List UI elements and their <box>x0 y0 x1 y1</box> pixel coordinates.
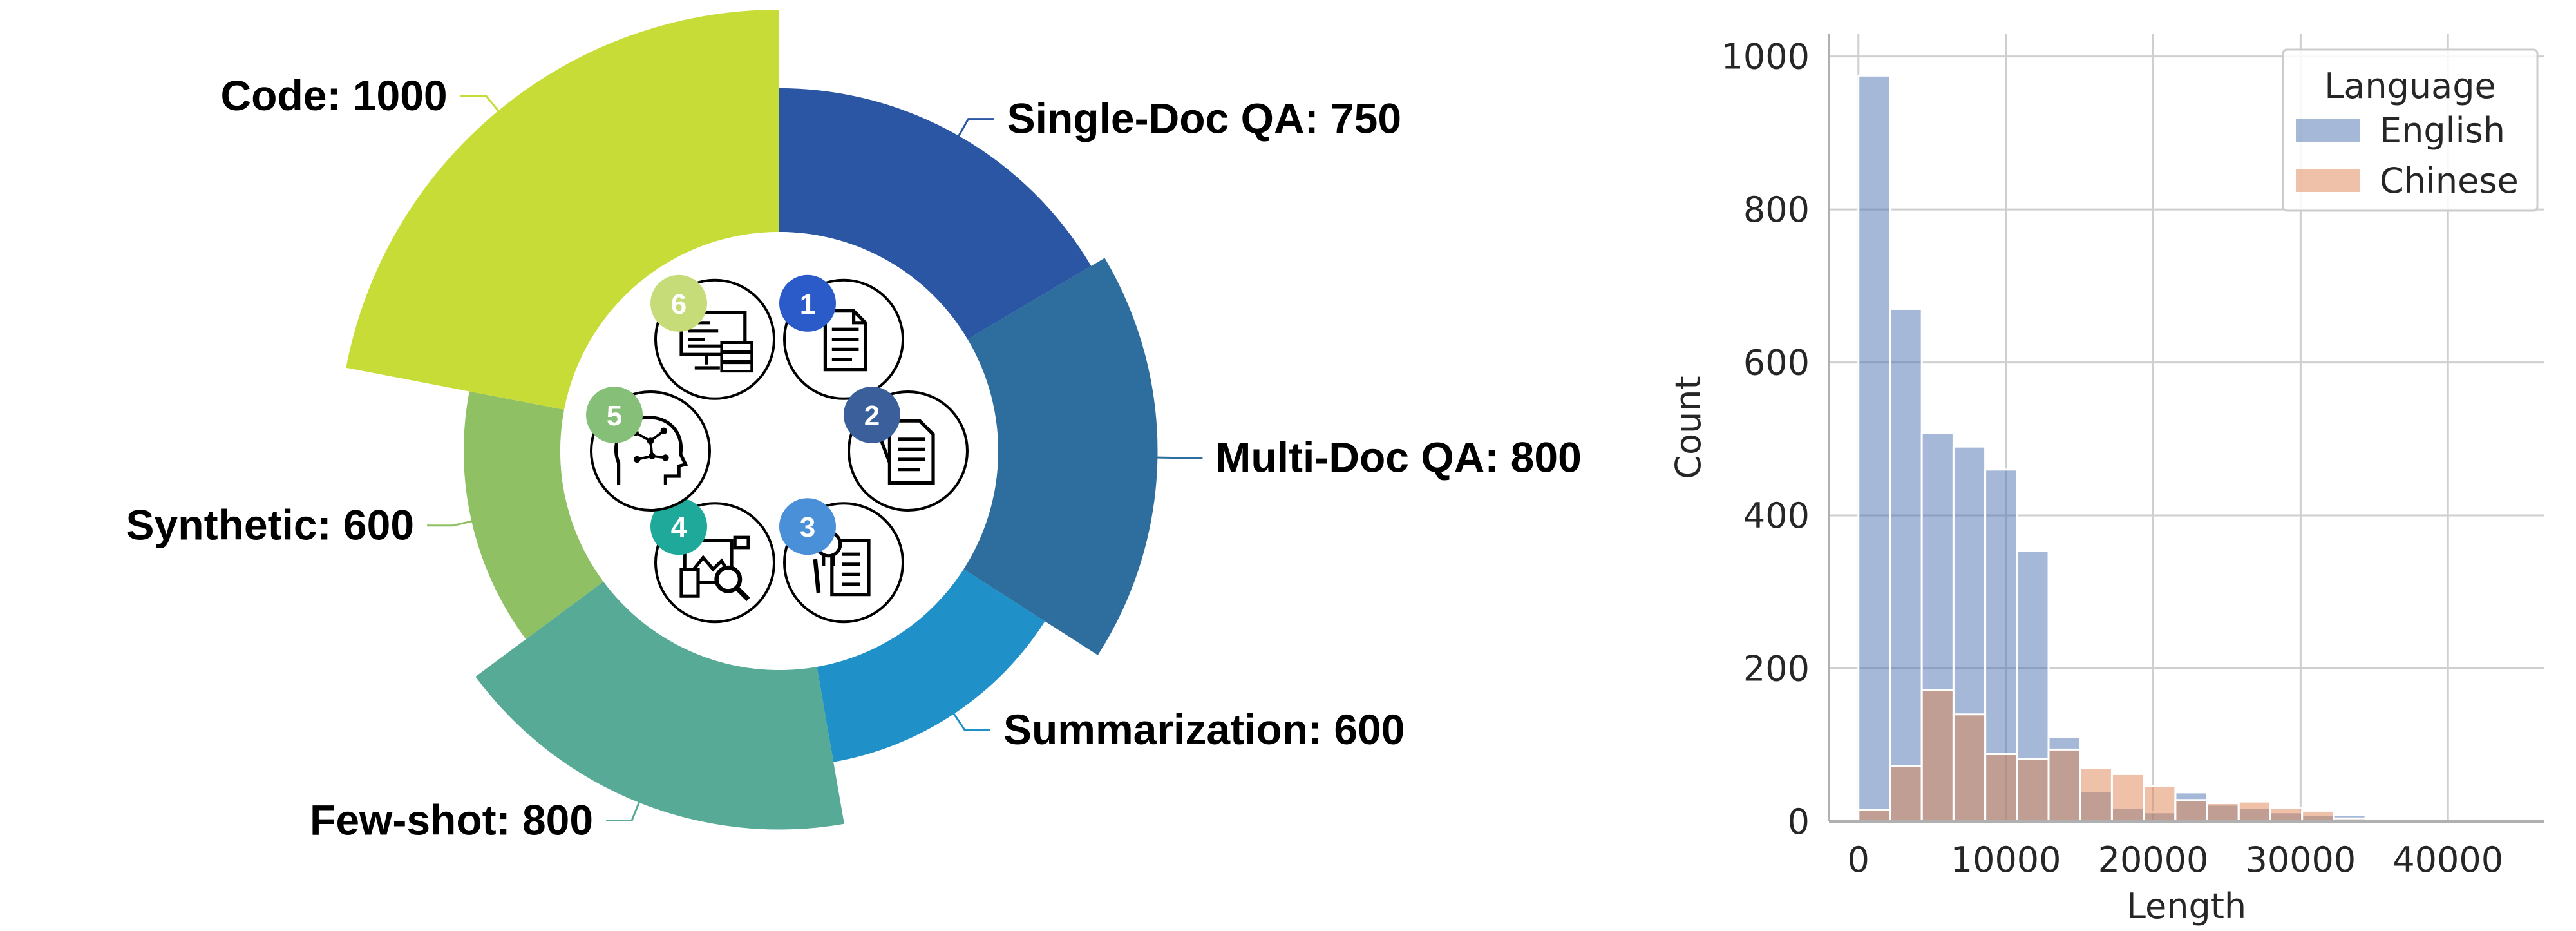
bar-chinese <box>2079 767 2113 823</box>
leader-line <box>460 95 519 135</box>
slice-label: Summarization: 600 <box>1003 705 1405 753</box>
bar-chinese <box>2016 758 2050 823</box>
number-badge <box>586 387 643 443</box>
donut-slice-code <box>346 10 779 410</box>
histogram-axes <box>1828 34 2544 823</box>
x-tick-label: 30000 <box>2245 840 2356 880</box>
bar-chinese <box>2301 809 2335 823</box>
legend-swatch-english <box>2296 119 2360 142</box>
y-tick-label: 400 <box>1743 495 1810 536</box>
bar-chinese <box>1889 765 1923 823</box>
y-tick-label: 1000 <box>1721 37 1810 77</box>
bar-chinese <box>1952 713 1987 823</box>
number-badge-text: 5 <box>607 400 622 432</box>
number-badge-text: 2 <box>864 400 880 432</box>
donut-slice-single-doc-qa <box>779 88 1092 340</box>
histogram-chart: 0 10000 20000 30000 40000 0 200 400 600 800 1000 L… <box>1668 34 2544 926</box>
histogram-bars <box>1857 74 2367 823</box>
y-tick-label: 200 <box>1743 649 1810 689</box>
bar-english <box>1857 74 1891 823</box>
x-tick-label: 20000 <box>2098 840 2209 880</box>
number-badge <box>844 387 900 443</box>
number-badge <box>779 274 836 332</box>
donut-slice-multi-doc-qa <box>963 258 1158 655</box>
slice-label: Code: 1000 <box>220 72 447 119</box>
slice-label: Single-Doc QA: 750 <box>1007 95 1401 142</box>
bar-chinese <box>2269 807 2304 823</box>
bar-chinese <box>2174 799 2208 823</box>
leader-line <box>427 515 494 527</box>
leader-line <box>606 777 650 822</box>
donut-slice-summarization <box>817 569 1045 762</box>
legend-label-english: English <box>2380 110 2505 151</box>
bar-chinese <box>2206 802 2240 823</box>
slice-label: Multi-Doc QA: 800 <box>1215 434 1581 481</box>
slice-label: Synthetic: 600 <box>126 501 415 549</box>
number-badge <box>779 498 836 555</box>
donut-slice-synthetic <box>463 391 604 640</box>
x-tick-label: 0 <box>1848 840 1870 880</box>
number-badge <box>650 274 707 332</box>
leader-line <box>941 695 990 731</box>
bar-chinese <box>1920 689 1955 823</box>
y-axis-label: Count <box>1668 376 1709 479</box>
number-badge-text: 3 <box>800 512 815 543</box>
number-badge-text: 1 <box>800 289 815 320</box>
number-badge <box>650 498 707 555</box>
legend-title: Language <box>2324 66 2496 106</box>
number-badge-text: 6 <box>671 289 687 320</box>
histogram-tick-labels: 0 10000 20000 30000 40000 0 200 400 600 800 1000 <box>1721 37 2504 880</box>
y-tick-label: 0 <box>1788 801 1810 842</box>
bar-english <box>1889 307 1923 823</box>
bar-chinese <box>1857 809 1891 823</box>
legend-swatch-chinese <box>2296 169 2360 192</box>
bar-chinese <box>2047 748 2081 823</box>
y-tick-label: 800 <box>1743 189 1810 230</box>
bar-chinese <box>2143 785 2177 823</box>
slice-label: Few-shot: 800 <box>310 796 593 844</box>
donut-slice-few-shot <box>475 581 844 830</box>
x-tick-label: 40000 <box>2392 840 2503 880</box>
number-badge-text: 4 <box>671 512 687 543</box>
bar-chinese <box>1984 753 2018 823</box>
x-tick-label: 10000 <box>1951 840 2061 880</box>
bar-chinese <box>2237 800 2271 823</box>
legend: Language English Chinese <box>2282 48 2539 212</box>
x-axis-label: Length <box>2126 886 2246 926</box>
bar-chinese <box>2110 773 2145 823</box>
legend-label-chinese: Chinese <box>2380 160 2519 201</box>
y-tick-label: 600 <box>1743 343 1810 383</box>
leader-line <box>945 118 994 158</box>
